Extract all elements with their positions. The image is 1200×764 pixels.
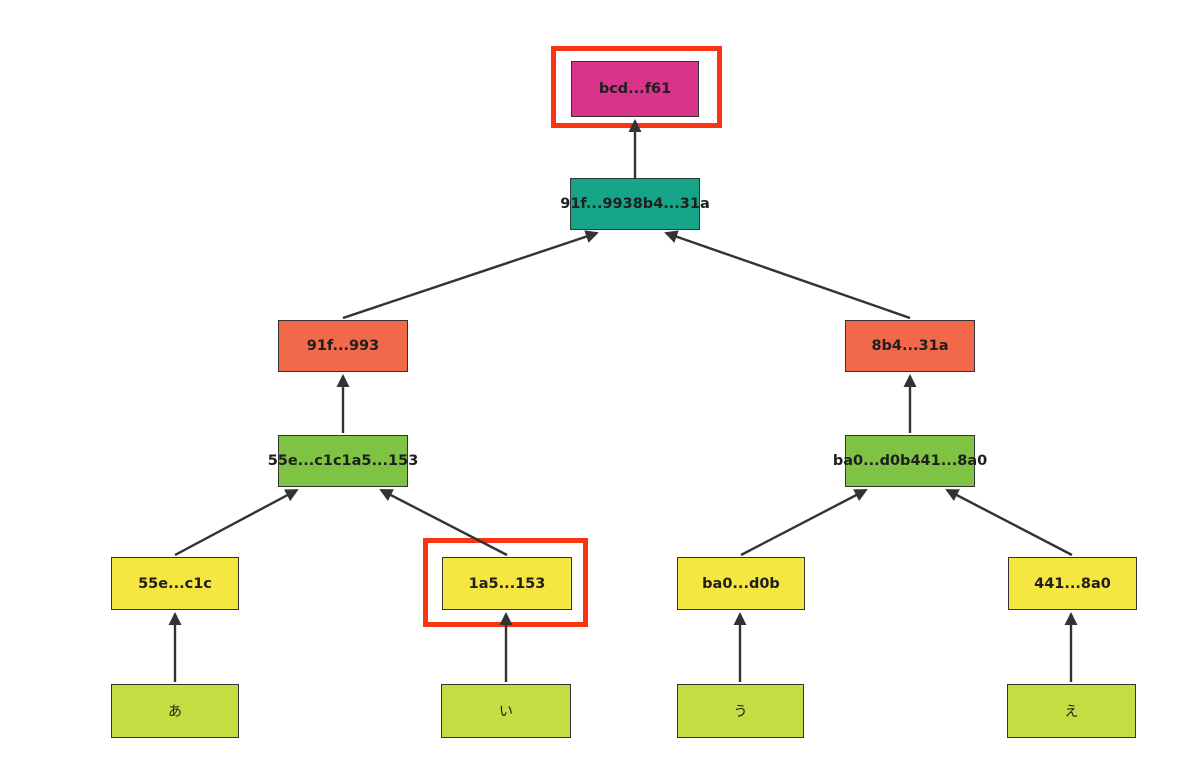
node-leaf-2: 1a5...153	[442, 557, 572, 610]
node-leaf-3: ba0...d0b	[677, 557, 805, 610]
node-combine-left: 55e...c1c1a5...153	[268, 435, 418, 487]
node-combine-right: ba0...d0b441...8a0	[833, 435, 987, 487]
node-branch-left: 91f...993	[278, 320, 408, 372]
node-branch-right: 8b4...31a	[845, 320, 975, 372]
edge-leaf3-combineright	[740, 488, 868, 557]
node-root-hash: bcd...f61	[571, 61, 699, 117]
edge-leaf4-combineright	[945, 488, 1073, 557]
edge-branchright-tophash	[664, 230, 911, 320]
node-data-a: あ	[111, 684, 239, 738]
node-data-e: え	[1007, 684, 1136, 738]
node-data-u: う	[677, 684, 804, 738]
node-data-i: い	[441, 684, 571, 738]
edge-branchleft-tophash	[342, 230, 599, 320]
node-top-hash: 91f...9938b4...31a	[560, 178, 710, 230]
node-leaf-1: 55e...c1c	[111, 557, 239, 610]
edge-leaf1-combineleft	[174, 488, 299, 557]
node-leaf-4: 441...8a0	[1008, 557, 1137, 610]
